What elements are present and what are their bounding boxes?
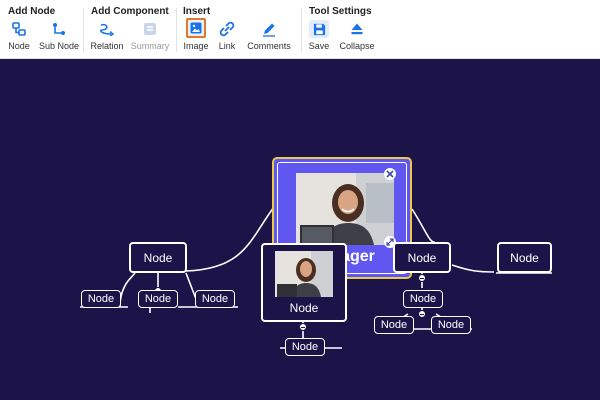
group-title-add-node: Add Node bbox=[8, 6, 56, 17]
node-left-a[interactable]: Node bbox=[81, 290, 121, 308]
node-left-c[interactable]: Node bbox=[195, 290, 235, 308]
node-right-a-label: Node bbox=[380, 319, 408, 331]
toolbar: Add Node Node Sub Node Add Component Rel… bbox=[0, 0, 600, 59]
collapse-toggle-icon[interactable] bbox=[418, 274, 426, 282]
node-center-label: Node bbox=[289, 301, 319, 315]
insert-image-label: Image bbox=[183, 41, 209, 51]
node-right-child-label: Node bbox=[409, 293, 437, 305]
summary-button[interactable]: Summary bbox=[131, 20, 169, 54]
sub-node-icon bbox=[49, 20, 69, 38]
node-right-b-label: Node bbox=[437, 319, 465, 331]
insert-link-button[interactable]: Link bbox=[217, 20, 237, 54]
collapse-button[interactable]: Collapse bbox=[339, 20, 375, 54]
node-center-photo bbox=[275, 251, 333, 297]
collapse-toggle-icon[interactable] bbox=[418, 310, 426, 318]
summary-label: Summary bbox=[130, 41, 170, 51]
group-title-add-component: Add Component bbox=[91, 6, 169, 17]
add-sub-node-button[interactable]: Sub Node bbox=[38, 20, 80, 54]
summary-icon bbox=[140, 20, 160, 38]
relation-label: Relation bbox=[90, 41, 124, 51]
add-node-label: Node bbox=[8, 41, 30, 51]
node-icon bbox=[9, 20, 29, 38]
save-label: Save bbox=[308, 41, 330, 51]
node-far-right-label: Node bbox=[510, 250, 539, 265]
add-sub-node-label: Sub Node bbox=[38, 41, 80, 51]
collapse-icon bbox=[347, 20, 367, 38]
node-left-b[interactable]: Node bbox=[138, 290, 178, 308]
node-right-child[interactable]: Node bbox=[403, 290, 443, 308]
node-center-image[interactable]: Node bbox=[261, 243, 347, 322]
relation-icon bbox=[97, 20, 117, 38]
node-left-c-label: Node bbox=[201, 293, 229, 305]
toolbar-separator bbox=[301, 8, 302, 52]
relation-button[interactable]: Relation bbox=[90, 20, 124, 54]
insert-image-button[interactable]: Image bbox=[183, 18, 209, 54]
toolbar-separator bbox=[83, 8, 84, 52]
mind-map-canvas[interactable]: Manager Node Node Node Node Node Node bbox=[0, 59, 600, 400]
collapse-label: Collapse bbox=[339, 41, 375, 51]
node-right-label: Node bbox=[407, 250, 437, 265]
node-right-b[interactable]: Node bbox=[431, 316, 471, 334]
insert-comments-button[interactable]: Comments bbox=[247, 20, 291, 54]
save-icon bbox=[309, 20, 329, 38]
node-left[interactable]: Node bbox=[129, 242, 187, 273]
save-button[interactable]: Save bbox=[309, 20, 329, 54]
toolbar-separator bbox=[176, 8, 177, 52]
node-right[interactable]: Node bbox=[393, 242, 451, 273]
group-title-tool-settings: Tool Settings bbox=[309, 6, 372, 17]
node-far-right[interactable]: Node bbox=[497, 242, 552, 273]
insert-link-label: Link bbox=[218, 41, 236, 51]
add-node-button[interactable]: Node bbox=[8, 20, 30, 54]
close-icon[interactable] bbox=[384, 168, 396, 180]
insert-comments-label: Comments bbox=[247, 41, 291, 51]
node-left-b-label: Node bbox=[144, 293, 172, 305]
comments-icon bbox=[259, 20, 279, 38]
collapse-toggle-icon[interactable] bbox=[299, 323, 307, 331]
node-left-a-label: Node bbox=[87, 293, 115, 305]
node-center-child-label: Node bbox=[291, 341, 319, 353]
manager-photo bbox=[296, 173, 394, 245]
group-title-insert: Insert bbox=[183, 6, 211, 17]
link-icon bbox=[217, 20, 237, 38]
image-icon bbox=[186, 18, 206, 38]
node-center-child[interactable]: Node bbox=[285, 338, 325, 356]
node-left-label: Node bbox=[143, 250, 173, 265]
node-right-a[interactable]: Node bbox=[374, 316, 414, 334]
